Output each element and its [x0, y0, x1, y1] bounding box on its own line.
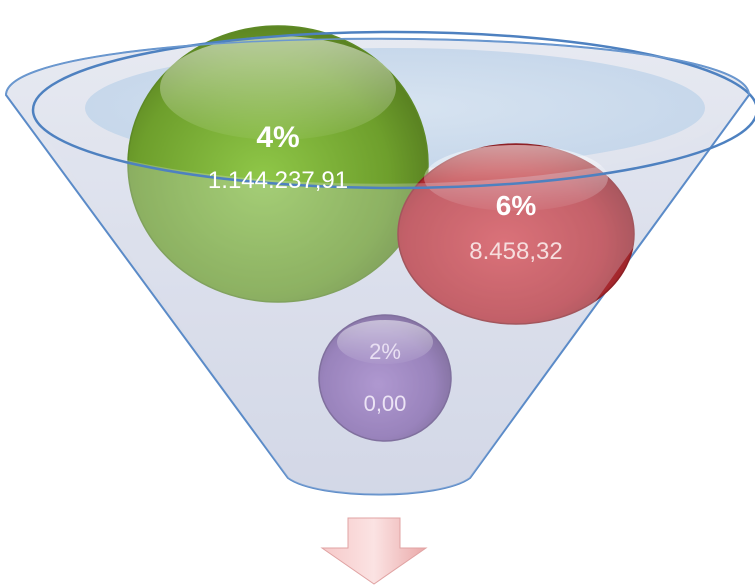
purple-bubble-percent: 2%: [369, 339, 401, 364]
red-bubble-gloss: [424, 145, 608, 211]
purple-bubble-value: 0,00: [363, 391, 407, 416]
down-arrow-icon: [320, 517, 428, 585]
green-bubble-gloss: [160, 36, 396, 140]
red-bubble-value: 8.458,32: [469, 238, 563, 265]
green-bubble-value: 1.144.237,91: [207, 167, 349, 194]
green-bubble-percent: 4%: [256, 121, 300, 154]
red-bubble-percent: 6%: [495, 190, 537, 221]
funnel-glass-overlay: [34, 120, 724, 495]
funnel-rim-outer: [5, 38, 750, 96]
purple-bubble-gloss: [337, 320, 433, 364]
funnel-rim-inner: [31, 30, 755, 190]
